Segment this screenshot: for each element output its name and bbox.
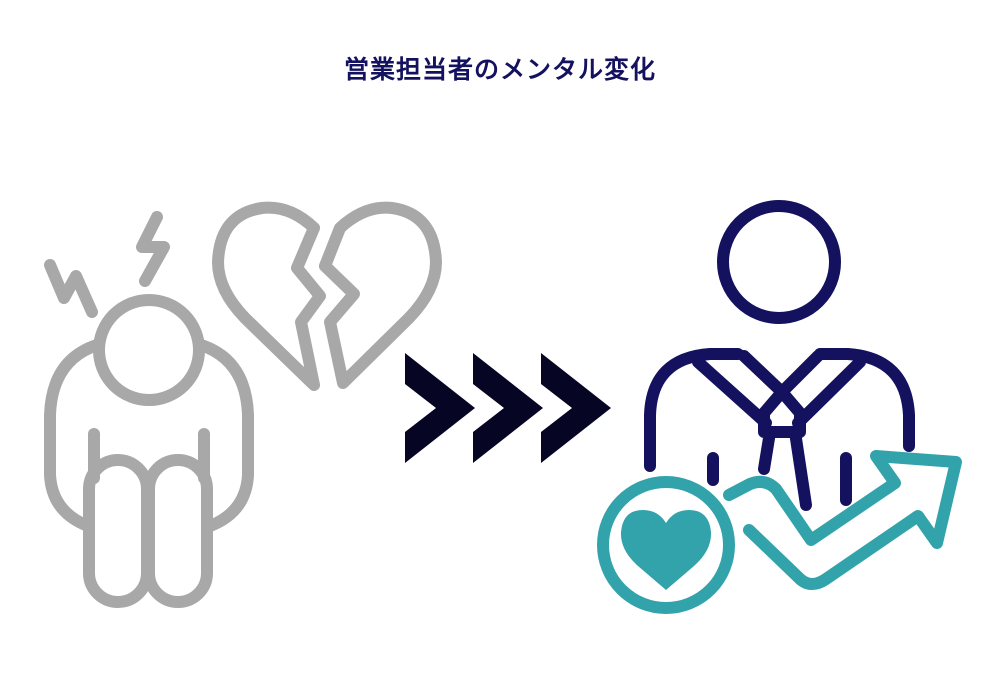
trend-up-arrow-icon [723, 450, 962, 590]
chevron-right-icon [473, 353, 543, 463]
broken-heart-right-half [319, 201, 442, 389]
lightning-icon [44, 259, 98, 318]
head [93, 294, 205, 406]
chevron-right-icon [405, 353, 475, 463]
heart-icon [620, 510, 712, 590]
businessperson-icon [644, 200, 915, 511]
page-title: 営業担当者のメンタル変化 [343, 55, 656, 84]
chevron-right-icon [541, 353, 611, 463]
head [717, 200, 841, 324]
tie [758, 386, 812, 511]
heart-circle-icon [597, 476, 735, 614]
broken-heart-left-half [212, 201, 326, 391]
shoulders [644, 348, 915, 472]
stressed-person-icon [44, 211, 254, 608]
progress-chevrons [405, 353, 611, 463]
broken-heart-icon [212, 201, 442, 391]
leg-right [143, 454, 213, 608]
trend-up-arrow-outline [723, 450, 962, 590]
body [44, 339, 254, 532]
lightning-icon [136, 211, 170, 287]
